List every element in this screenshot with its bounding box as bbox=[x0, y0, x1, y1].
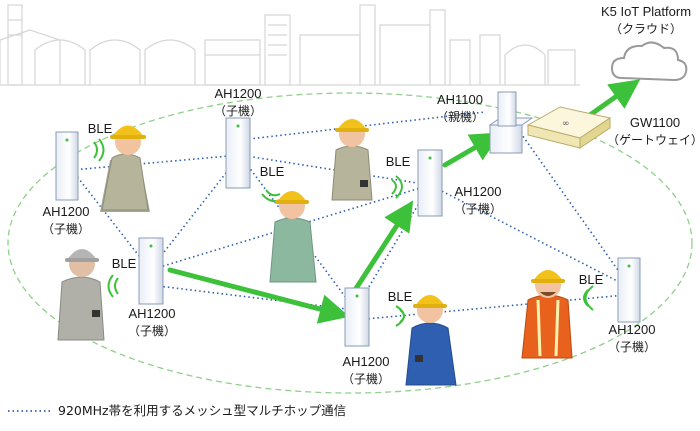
child-name: AH1200 bbox=[129, 306, 176, 321]
gateway-device: ∞ bbox=[526, 106, 612, 149]
child-unit-center-right bbox=[417, 149, 443, 217]
child-sub: （子機） bbox=[608, 339, 656, 354]
child-sub: （子機） bbox=[214, 103, 262, 118]
child-name: AH1200 bbox=[43, 204, 90, 219]
gateway-name: GW1100 bbox=[630, 115, 680, 130]
child-sub: （子機） bbox=[128, 323, 176, 338]
child-sub: （子機） bbox=[342, 371, 390, 386]
parent-unit bbox=[488, 91, 534, 154]
worker-6 bbox=[521, 270, 573, 359]
ble-wave-icons bbox=[93, 138, 594, 327]
child-sub: （子機） bbox=[454, 201, 502, 216]
worker-1 bbox=[100, 125, 150, 212]
mesh-network-area bbox=[7, 92, 693, 394]
child-unit-left bbox=[55, 131, 79, 201]
ble-labels: BLE BLE BLE BLE BLE BLE bbox=[88, 121, 604, 304]
ble-label: BLE bbox=[386, 154, 411, 169]
child-sub: （子機） bbox=[42, 221, 90, 236]
worker-2 bbox=[331, 119, 373, 201]
child-unit-top bbox=[225, 117, 251, 189]
cloud-icon bbox=[610, 41, 688, 82]
platform-sub: （クラウド） bbox=[610, 22, 682, 36]
child-unit-mid-left bbox=[138, 237, 164, 305]
child-label-bottom: AH1200 （子機） bbox=[342, 354, 390, 386]
parent-sub: （親機） bbox=[436, 109, 484, 124]
ble-label: BLE bbox=[88, 121, 113, 136]
worker-4 bbox=[57, 249, 105, 341]
svg-text:∞: ∞ bbox=[562, 119, 570, 129]
ble-label: BLE bbox=[112, 256, 137, 271]
legend: 920MHz帯を利用するメッシュ型マルチホップ通信 bbox=[8, 403, 346, 418]
child-label-left: AH1200 （子機） bbox=[42, 204, 90, 236]
child-unit-right bbox=[617, 257, 641, 323]
legend-text: 920MHz帯を利用するメッシュ型マルチホップ通信 bbox=[58, 403, 346, 418]
platform-name: K5 IoT Platform bbox=[601, 4, 691, 19]
child-name: AH1200 bbox=[455, 184, 502, 199]
skyline-background bbox=[0, 4, 580, 86]
child-label-center-right: AH1200 （子機） bbox=[454, 184, 502, 216]
parent-name: AH1100 bbox=[437, 92, 483, 107]
ble-label: BLE bbox=[260, 164, 285, 179]
gateway-sub: （ゲートウェイ） bbox=[607, 133, 700, 147]
child-name: AH1200 bbox=[609, 322, 656, 337]
parent-label: AH1100 （親機） bbox=[436, 92, 484, 124]
child-label-right: AH1200 （子機） bbox=[608, 322, 656, 354]
worker-5 bbox=[405, 295, 457, 386]
platform-label: K5 IoT Platform （クラウド） bbox=[601, 4, 691, 36]
child-name: AH1200 bbox=[215, 86, 262, 101]
child-label-mid-left: AH1200 （子機） bbox=[128, 306, 176, 338]
ble-label: BLE bbox=[388, 289, 413, 304]
data-flow-arrows bbox=[167, 79, 641, 324]
child-name: AH1200 bbox=[343, 354, 390, 369]
ble-label: BLE bbox=[579, 272, 604, 287]
gateway-label: GW1100 （ゲートウェイ） bbox=[607, 115, 700, 147]
child-label-top: AH1200 （子機） bbox=[214, 86, 262, 118]
child-unit-bottom bbox=[344, 287, 370, 347]
worker-3 bbox=[269, 191, 317, 283]
